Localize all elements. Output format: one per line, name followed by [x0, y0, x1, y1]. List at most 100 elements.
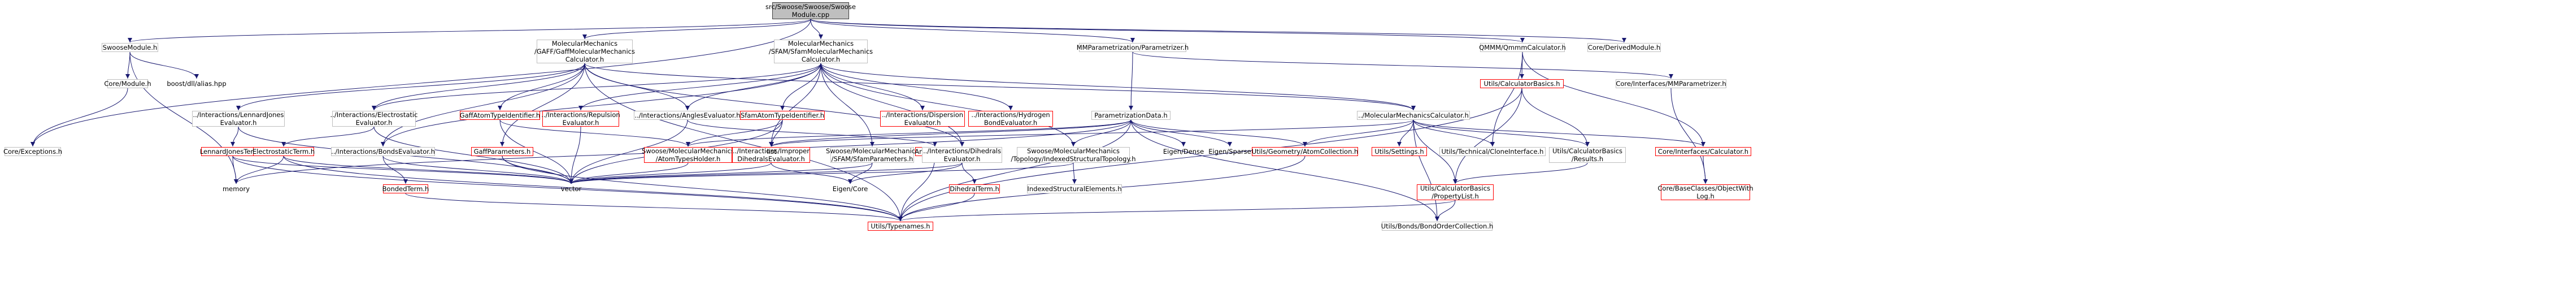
edge-mm_calculator-to-calc_basics_proplist [1413, 119, 1457, 184]
node-sfam-mm-calculator[interactable]: MolecularMechanics /SFAM/SfamMolecularMe… [768, 40, 873, 63]
edge-mm_calculator-to-bond_order [1413, 119, 1439, 222]
node-hydrogen-bond-evaluator[interactable]: ../Interactions/Hydrogen BondEvaluator.h [968, 111, 1053, 127]
edge-calc_basics_results-to-calc_basics_proplist [1453, 162, 1588, 184]
edge-sfam_calc-to-bonds_eval [381, 63, 821, 147]
edge-root-to-core_exceptions [31, 19, 811, 147]
edge-mm_calculator-to-core_calculator [1413, 119, 1705, 147]
edge-mm_param-to-core_mm_param [1132, 51, 1673, 79]
node-electrostatic-term[interactable]: ElectrostaticTerm.h [252, 147, 315, 156]
node-improper-dihedrals-evaluator[interactable]: ../Interactions/Improper DihedralsEvalua… [732, 147, 810, 163]
node-core-exceptions[interactable]: Core/Exceptions.h [3, 147, 63, 156]
edge-bonded_term-to-typenames [405, 193, 903, 222]
node-atom-collection[interactable]: Utils/Geometry/AtomCollection.h [1251, 147, 1359, 156]
edge-gaff_calc-to-angles_eval [584, 63, 690, 111]
edge-mm_calculator-to-list [769, 119, 1414, 147]
edge-dihedrals_eval-to-vector [569, 162, 963, 184]
node-eigen-core: Eigen/Core [832, 185, 868, 193]
node-bond-order-collection[interactable]: Utils/Bonds/BondOrderCollection.h [1381, 222, 1494, 231]
edge-root-to-qmmm_calc [810, 19, 1525, 43]
node-mm-parametrizer[interactable]: MMParametrization/Parametrizer.h [1076, 43, 1189, 52]
edge-qmmm_calc-to-clone_interface [1490, 51, 1523, 147]
node-dispersion-evaluator[interactable]: ../Interactions/Dispersion Evaluator.h [880, 111, 965, 127]
edge-param_data-to-bond_order [1130, 119, 1439, 222]
edge-sfam_params-to-vector [569, 162, 873, 184]
edge-sfam_atom_type-to-atom_types_holder [686, 119, 783, 147]
node-utils-settings[interactable]: Utils/Settings.h [1372, 147, 1427, 156]
edge-sfam_calc-to-dispersion_eval [820, 63, 925, 111]
edge-mm_calculator-to-atom_collection [1303, 119, 1414, 147]
node-lennard-jones-term[interactable]: LennardJonesTerm.h [199, 147, 266, 156]
node-angles-evaluator[interactable]: ../Interactions/AnglesEvaluator.h [634, 111, 741, 120]
node-sfam-parameters[interactable]: Swoose/MolecularMechanics /SFAM/SfamPara… [826, 147, 919, 163]
edge-calc_basics_proplist-to-typenames [898, 200, 1456, 222]
edge-param_data-to-atom_types_holder [686, 119, 1132, 147]
edge-dihedrals_eval-to-eigen_core [848, 162, 963, 184]
edge-gaff_calc-to-gaff_atom_type [498, 63, 585, 111]
edge-mm_param-to-param_data [1129, 51, 1134, 111]
node-repulsion-evaluator[interactable]: ../Interactions/Repulsion Evaluator.h [541, 111, 620, 127]
edge-sfam_calc-to-hbond_eval [820, 63, 1013, 111]
node-utils-typenames[interactable]: Utils/Typenames.h [868, 222, 933, 231]
node-mm-calculator[interactable]: ../MolecularMechanicsCalculator.h [1357, 111, 1470, 120]
node-memory: memory [222, 185, 250, 193]
node-core-calculator-interface[interactable]: Core/Interfaces/Calculator.h [1655, 147, 1751, 156]
edge-electro_term-to-vector [283, 156, 573, 184]
node-core-mm-parametrizer-interface[interactable]: Core/Interfaces/MMParametrizer.h [1616, 79, 1726, 88]
node-bonds-evaluator[interactable]: ../Interactions/BondsEvaluator.h [331, 147, 435, 156]
edge-angle_term-to-typenames [898, 156, 935, 222]
edge-dihedral_term-to-typenames [898, 193, 975, 222]
node-eigen-dense: Eigen/Dense [1163, 148, 1204, 156]
node-calculator-basics-results[interactable]: Utils/CalculatorBasics /Results.h [1549, 147, 1626, 163]
edge-root-to-core_derived [810, 19, 1626, 43]
edge-param_data-to-eigen_sparse [1130, 119, 1232, 147]
node-eigen-sparse: Eigen/Sparse [1208, 148, 1251, 156]
edge-gaff_calc-to-dihedrals_eval [584, 63, 964, 147]
edge-gaff_calc-to-gaff_params [500, 63, 585, 147]
node-core-derived-module[interactable]: Core/DerivedModule.h [1587, 43, 1661, 52]
edge-calc_basics_h-to-calc_basics_proplist [1453, 88, 1522, 184]
node-gaff-mm-calculator[interactable]: MolecularMechanics /GAFF/GaffMolecularMe… [534, 40, 635, 63]
edge-electro_eval-to-electro_term [281, 126, 375, 147]
node-clone-interface[interactable]: Utils/Technical/CloneInterface.h [1439, 147, 1546, 156]
node-indexed-structural-elements[interactable]: IndexedStructuralElements.h [1027, 184, 1122, 193]
node-atom-types-holder[interactable]: Swoose/MolecularMechanics /AtomTypesHold… [642, 147, 734, 163]
edge-sfam_calc-to-improper_eval [769, 63, 821, 147]
edge-param_data-to-eigen_dense [1130, 119, 1186, 147]
node-indexed-structural-topology[interactable]: Swoose/MolecularMechanics /Topology/Inde… [1011, 147, 1136, 163]
node-qmmm-calculator[interactable]: QMMM/QmmmCalculator.h [1479, 43, 1566, 52]
edge-core_mm_param-to-object_with_log [1670, 88, 1708, 184]
dependency-edges [31, 19, 1708, 222]
node-electrostatic-evaluator[interactable]: ../Interactions/Electrostatic Evaluator.… [330, 111, 418, 127]
edge-angles_eval-to-vector [569, 119, 688, 184]
edge-calc_basics_h-to-calc_basics_results [1521, 88, 1590, 147]
edge-gaff_calc-to-mm_calculator [584, 63, 1416, 111]
node-sfam-atom-type-identifier[interactable]: SfamAtomTypeIdentifier.h [740, 111, 825, 120]
node-dihedrals-evaluator[interactable]: ../Interactions/Dihedrals Evaluator.h [922, 147, 1002, 163]
edge-calc_basics_proplist-to-bond_order [1435, 200, 1456, 222]
edge-gaff_calc-to-bonds_eval [381, 63, 585, 147]
node-gaff-atom-type-identifier[interactable]: GaffAtomTypeIdentifier.h [459, 111, 541, 120]
edge-gaff_params-to-typenames [502, 156, 903, 222]
edge-sfam_calc-to-repulsion_eval [578, 63, 821, 111]
edge-bonds_eval-to-vector [382, 156, 573, 184]
edge-root-to-gaff_calc [582, 19, 811, 40]
node-dihedral-term[interactable]: DihedralTerm.h [949, 184, 1000, 193]
edge-root-to-sfam_calc [810, 19, 823, 40]
edge-sfam_calc-to-electro_eval [372, 63, 821, 111]
node-calculator-basics-property-list[interactable]: Utils/CalculatorBasics /PropertyList.h [1417, 184, 1494, 200]
node-lennard-jones-evaluator[interactable]: ../Interactions/LennardJones Evaluator.h [192, 111, 285, 127]
edge-qmmm_calc-to-core_calculator [1522, 51, 1705, 147]
node-gaff-parameters[interactable]: GaffParameters.h [471, 147, 533, 156]
node-parametrization-data[interactable]: ParametrizationData.h [1091, 111, 1170, 120]
node-bonded-term[interactable]: BondedTerm.h [382, 184, 429, 193]
edge-sfam_calc-to-mm_calculator [820, 63, 1416, 111]
edge-dihedrals_eval-to-dihedral_term [961, 162, 977, 184]
node-calculator-basics[interactable]: Utils/CalculatorBasics.h [1480, 79, 1564, 88]
node-core-module[interactable]: Core/Module.h [104, 79, 151, 88]
edge-mm_calculator-to-calc_basics_results [1413, 119, 1590, 147]
node-object-with-log[interactable]: Core/BaseClasses/ObjectWith Log.h [1657, 184, 1753, 200]
edge-gaff_atom_type-to-atom_types_holder [499, 119, 690, 147]
edge-gaff_calc-to-electro_eval [372, 63, 585, 111]
node-swoose-module-h[interactable]: SwooseModule.h [102, 43, 158, 52]
